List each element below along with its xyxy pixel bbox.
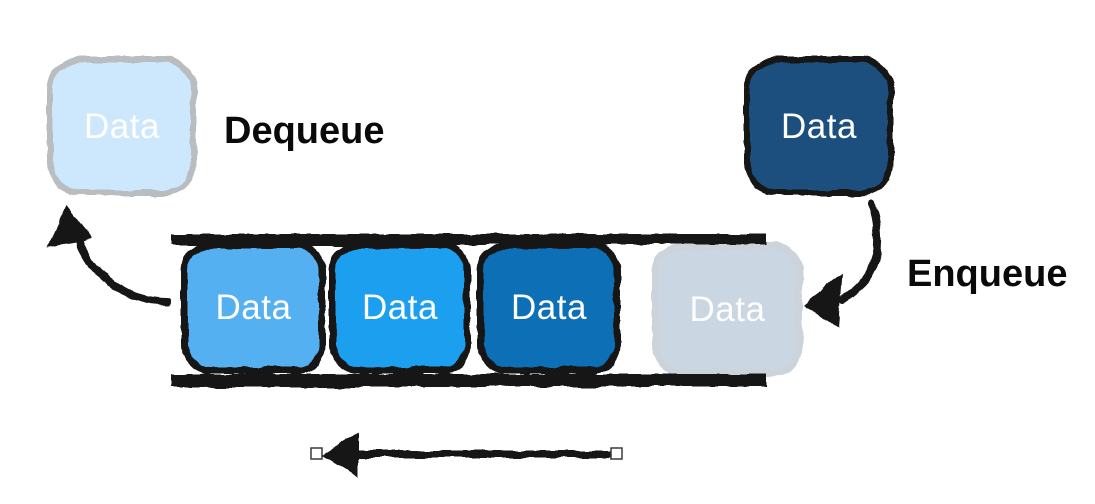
arrow-endpoint-handle-right bbox=[610, 447, 623, 460]
dequeue-operation-label: Dequeue bbox=[224, 110, 385, 152]
queue-slot-3-label: Data bbox=[511, 288, 587, 327]
arrow-endpoint-handle-left bbox=[310, 447, 323, 460]
queue-slot-4-label: Data bbox=[689, 289, 766, 329]
queue-slot-1-label: Data bbox=[215, 288, 292, 327]
queue-top-rail bbox=[171, 234, 767, 245]
dequeued-data-box-shape bbox=[47, 56, 197, 196]
enqueue-arrow-icon bbox=[803, 199, 882, 328]
dequeued-data-box: Data bbox=[47, 56, 197, 196]
queue-slot-3: Data bbox=[477, 241, 621, 374]
queue-direction-arrow-icon bbox=[310, 432, 623, 478]
dequeued-data-label: Data bbox=[84, 106, 160, 146]
incoming-data-box: Data bbox=[744, 56, 894, 196]
dequeue-arrow-icon bbox=[47, 205, 171, 305]
incoming-data-label: Data bbox=[781, 106, 857, 146]
incoming-data-box-shape bbox=[744, 56, 894, 196]
queue-slot-4-shape bbox=[652, 242, 803, 376]
enqueue-operation-label: Enqueue bbox=[907, 253, 1068, 295]
queue-slot-1-shape bbox=[181, 241, 326, 374]
queue-slot-2: Data bbox=[329, 241, 471, 374]
queue-slot-2-label: Data bbox=[362, 288, 438, 327]
queue-slot-4-ghost: Data bbox=[652, 242, 803, 376]
queue-slot-1: Data bbox=[181, 241, 326, 374]
queue-bottom-rail bbox=[171, 374, 767, 387]
